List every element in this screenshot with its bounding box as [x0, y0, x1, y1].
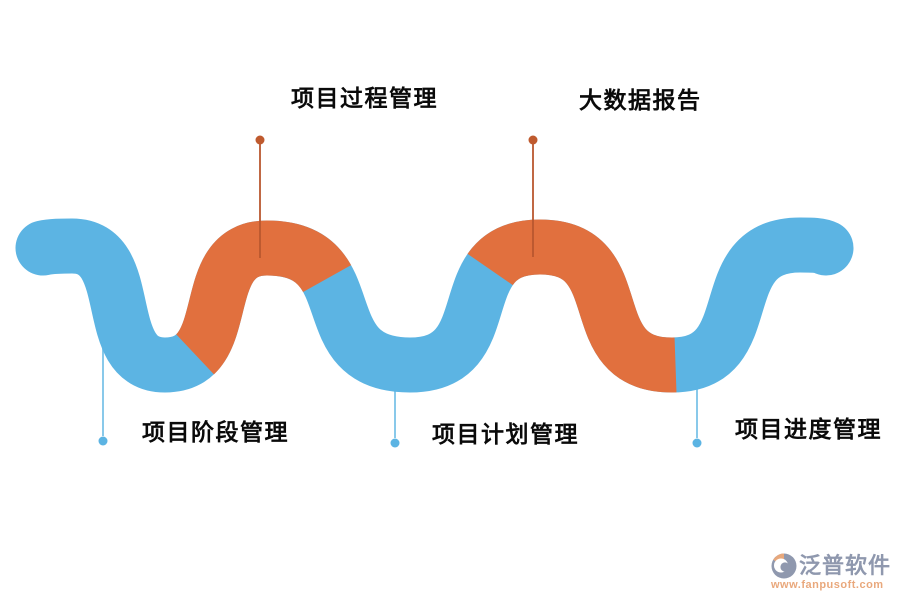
label-project-phase: 项目阶段管理: [142, 419, 289, 445]
brand-logo: 泛普软件 www.fanpusoft.com: [771, 553, 891, 592]
wave-base: [15, 217, 854, 393]
top-connectors: [255, 135, 538, 258]
connector-dot-progress: [692, 438, 702, 448]
connector-dot-plan: [390, 438, 400, 448]
connector-dot-phase: [98, 436, 108, 446]
brand-url: www.fanpusoft.com: [771, 579, 884, 591]
connector-dot-bigdata: [528, 135, 538, 145]
label-project-progress: 项目进度管理: [735, 416, 882, 442]
label-project-plan: 项目计划管理: [432, 421, 579, 447]
connector-dot-process: [255, 135, 265, 145]
label-project-process: 项目过程管理: [291, 85, 438, 111]
label-big-data-report: 大数据报告: [579, 87, 702, 113]
brand-name: 泛普软件: [798, 553, 891, 578]
fanpu-logo-icon: [771, 553, 797, 579]
